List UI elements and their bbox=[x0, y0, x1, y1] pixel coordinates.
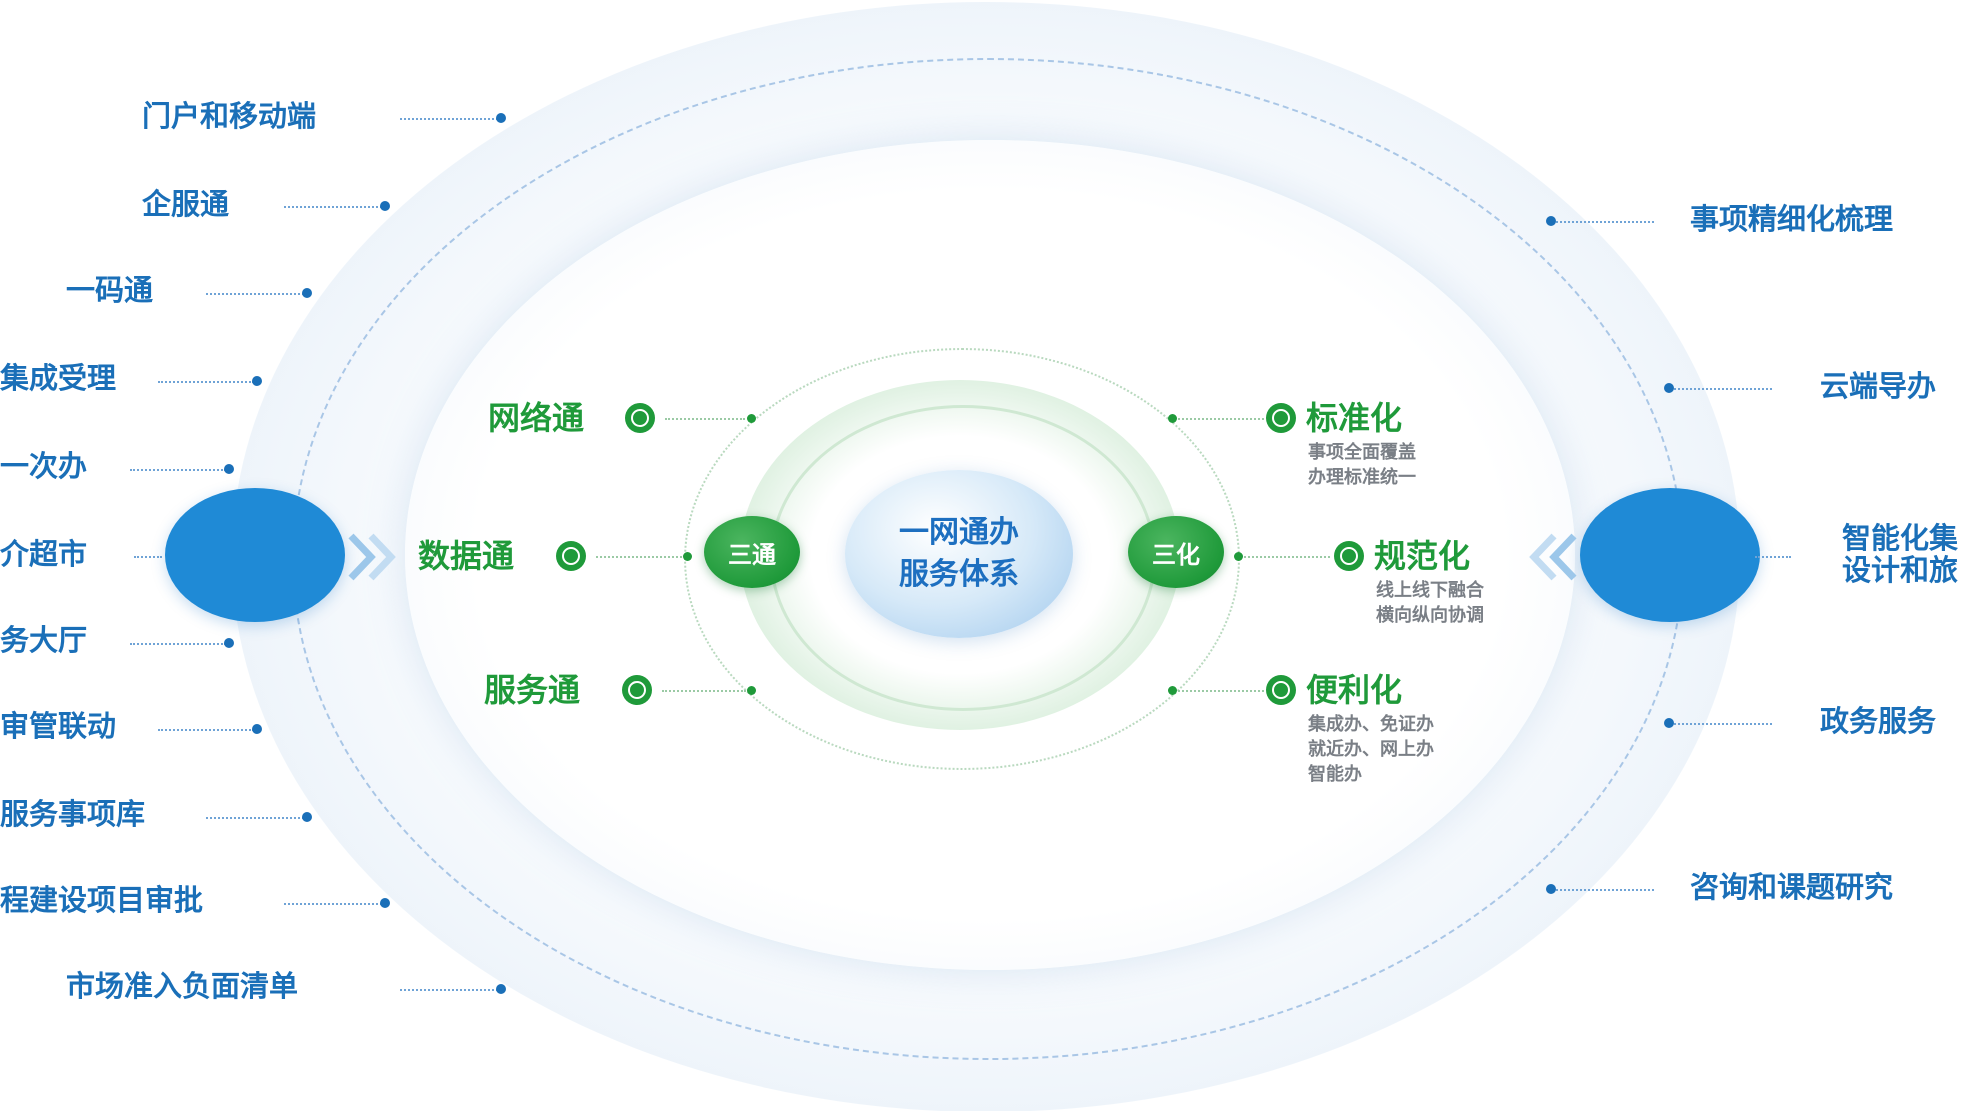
left-hub-circle bbox=[165, 488, 345, 622]
leader-line bbox=[130, 469, 226, 471]
left-item-agency-market: 介超市 bbox=[0, 537, 88, 571]
left-item-service-hall: 务大厅 bbox=[0, 623, 88, 657]
san-tong-item-network: 网络通 bbox=[488, 399, 585, 437]
right-item-government-service: 政务服务 bbox=[1820, 704, 1937, 738]
connector-dot bbox=[1168, 686, 1177, 695]
center-title-line1: 一网通办 bbox=[899, 515, 1019, 550]
leader-line bbox=[284, 206, 382, 208]
leader-line bbox=[1556, 221, 1654, 223]
san-hua-standard-desc1: 事项全面覆盖 bbox=[1308, 442, 1416, 463]
leader-line bbox=[284, 903, 382, 905]
connector-dot bbox=[496, 113, 506, 123]
leader-line bbox=[158, 729, 254, 731]
leader-line bbox=[1674, 723, 1772, 725]
san-hua-node-label: 三化 bbox=[1152, 540, 1200, 569]
right-item-intelligent-design-a: 智能化集 bbox=[1842, 521, 1959, 555]
leader-line bbox=[134, 556, 162, 558]
connector-dot bbox=[224, 464, 234, 474]
center-core: 一网通办 服务体系 bbox=[845, 470, 1073, 638]
san-tong-item-data: 数据通 bbox=[418, 537, 515, 575]
connector-dot bbox=[380, 201, 390, 211]
leader-line bbox=[158, 381, 254, 383]
connector-dot bbox=[496, 984, 506, 994]
service-icon bbox=[622, 675, 652, 705]
chevron-right-icon bbox=[348, 533, 396, 581]
connector-dot bbox=[747, 686, 756, 695]
leader-line bbox=[662, 690, 746, 692]
left-item-negative-list: 市场准入负面清单 bbox=[66, 969, 299, 1003]
center-title: 一网通办 服务体系 bbox=[899, 512, 1019, 596]
right-item-intelligent-design-b: 设计和旅 bbox=[1842, 553, 1959, 587]
center-title-line2: 服务体系 bbox=[899, 557, 1019, 592]
connector-dot bbox=[683, 552, 692, 561]
connector-dot bbox=[302, 812, 312, 822]
san-tong-node-label: 三通 bbox=[728, 540, 776, 569]
right-item-consulting-research: 咨询和课题研究 bbox=[1690, 870, 1894, 904]
connector-dot bbox=[224, 638, 234, 648]
san-hua-item-standard: 标准化 bbox=[1306, 399, 1403, 437]
right-item-matter-refinement: 事项精细化梳理 bbox=[1690, 202, 1894, 236]
data-icon bbox=[556, 541, 586, 571]
left-item-yimatong: 一码通 bbox=[66, 273, 154, 307]
san-hua-normative-desc1: 线上线下融合 bbox=[1376, 580, 1484, 601]
leader-line bbox=[665, 418, 745, 420]
san-hua-convenience-desc1: 集成办、免证办 bbox=[1308, 714, 1434, 735]
leader-line bbox=[400, 118, 498, 120]
san-hua-item-normative: 规范化 bbox=[1374, 537, 1471, 575]
leader-line bbox=[1178, 690, 1264, 692]
leader-line bbox=[1755, 556, 1791, 558]
left-item-one-visit: 一次办 bbox=[0, 449, 88, 483]
leader-line bbox=[1674, 388, 1772, 390]
leader-line bbox=[206, 293, 304, 295]
connector-dot bbox=[1664, 383, 1674, 393]
san-hua-standard-desc2: 办理标准统一 bbox=[1308, 467, 1416, 488]
left-item-integrated-acceptance: 集成受理 bbox=[0, 361, 117, 395]
san-hua-item-convenience: 便利化 bbox=[1306, 671, 1403, 709]
connector-dot bbox=[252, 724, 262, 734]
connector-dot bbox=[747, 414, 756, 423]
leader-line bbox=[1178, 418, 1264, 420]
san-tong-node: 三通 bbox=[704, 516, 800, 588]
san-hua-convenience-desc3: 智能办 bbox=[1308, 764, 1362, 785]
leader-line bbox=[400, 989, 498, 991]
left-item-service-catalog: 服务事项库 bbox=[0, 797, 146, 831]
connector-dot bbox=[1234, 552, 1243, 561]
chevron-left-icon bbox=[1529, 533, 1577, 581]
leader-line bbox=[130, 643, 226, 645]
san-hua-normative-desc2: 横向纵向协调 bbox=[1376, 605, 1484, 626]
connector-dot bbox=[302, 288, 312, 298]
left-item-portal: 门户和移动端 bbox=[142, 99, 317, 133]
left-item-approval-supervision: 审管联动 bbox=[0, 709, 117, 743]
connector-dot bbox=[1168, 414, 1177, 423]
right-item-cloud-guidance: 云端导办 bbox=[1820, 369, 1937, 403]
connector-dot bbox=[380, 898, 390, 908]
standard-icon bbox=[1266, 403, 1296, 433]
convenience-icon bbox=[1266, 675, 1296, 705]
leader-line bbox=[1556, 889, 1654, 891]
connector-dot bbox=[1664, 718, 1674, 728]
leader-line bbox=[596, 556, 682, 558]
connector-dot bbox=[252, 376, 262, 386]
leader-line bbox=[1244, 556, 1330, 558]
left-item-qifutong: 企服通 bbox=[142, 187, 230, 221]
san-hua-convenience-desc2: 就近办、网上办 bbox=[1308, 739, 1434, 760]
san-tong-item-service: 服务通 bbox=[484, 671, 581, 709]
connector-dot bbox=[1546, 216, 1556, 226]
network-icon bbox=[625, 403, 655, 433]
san-hua-node: 三化 bbox=[1128, 516, 1224, 588]
connector-dot bbox=[1546, 884, 1556, 894]
left-item-construction-approval: 程建设项目审批 bbox=[0, 883, 204, 917]
right-hub-circle bbox=[1580, 488, 1760, 622]
leader-line bbox=[206, 817, 304, 819]
normative-icon bbox=[1334, 541, 1364, 571]
